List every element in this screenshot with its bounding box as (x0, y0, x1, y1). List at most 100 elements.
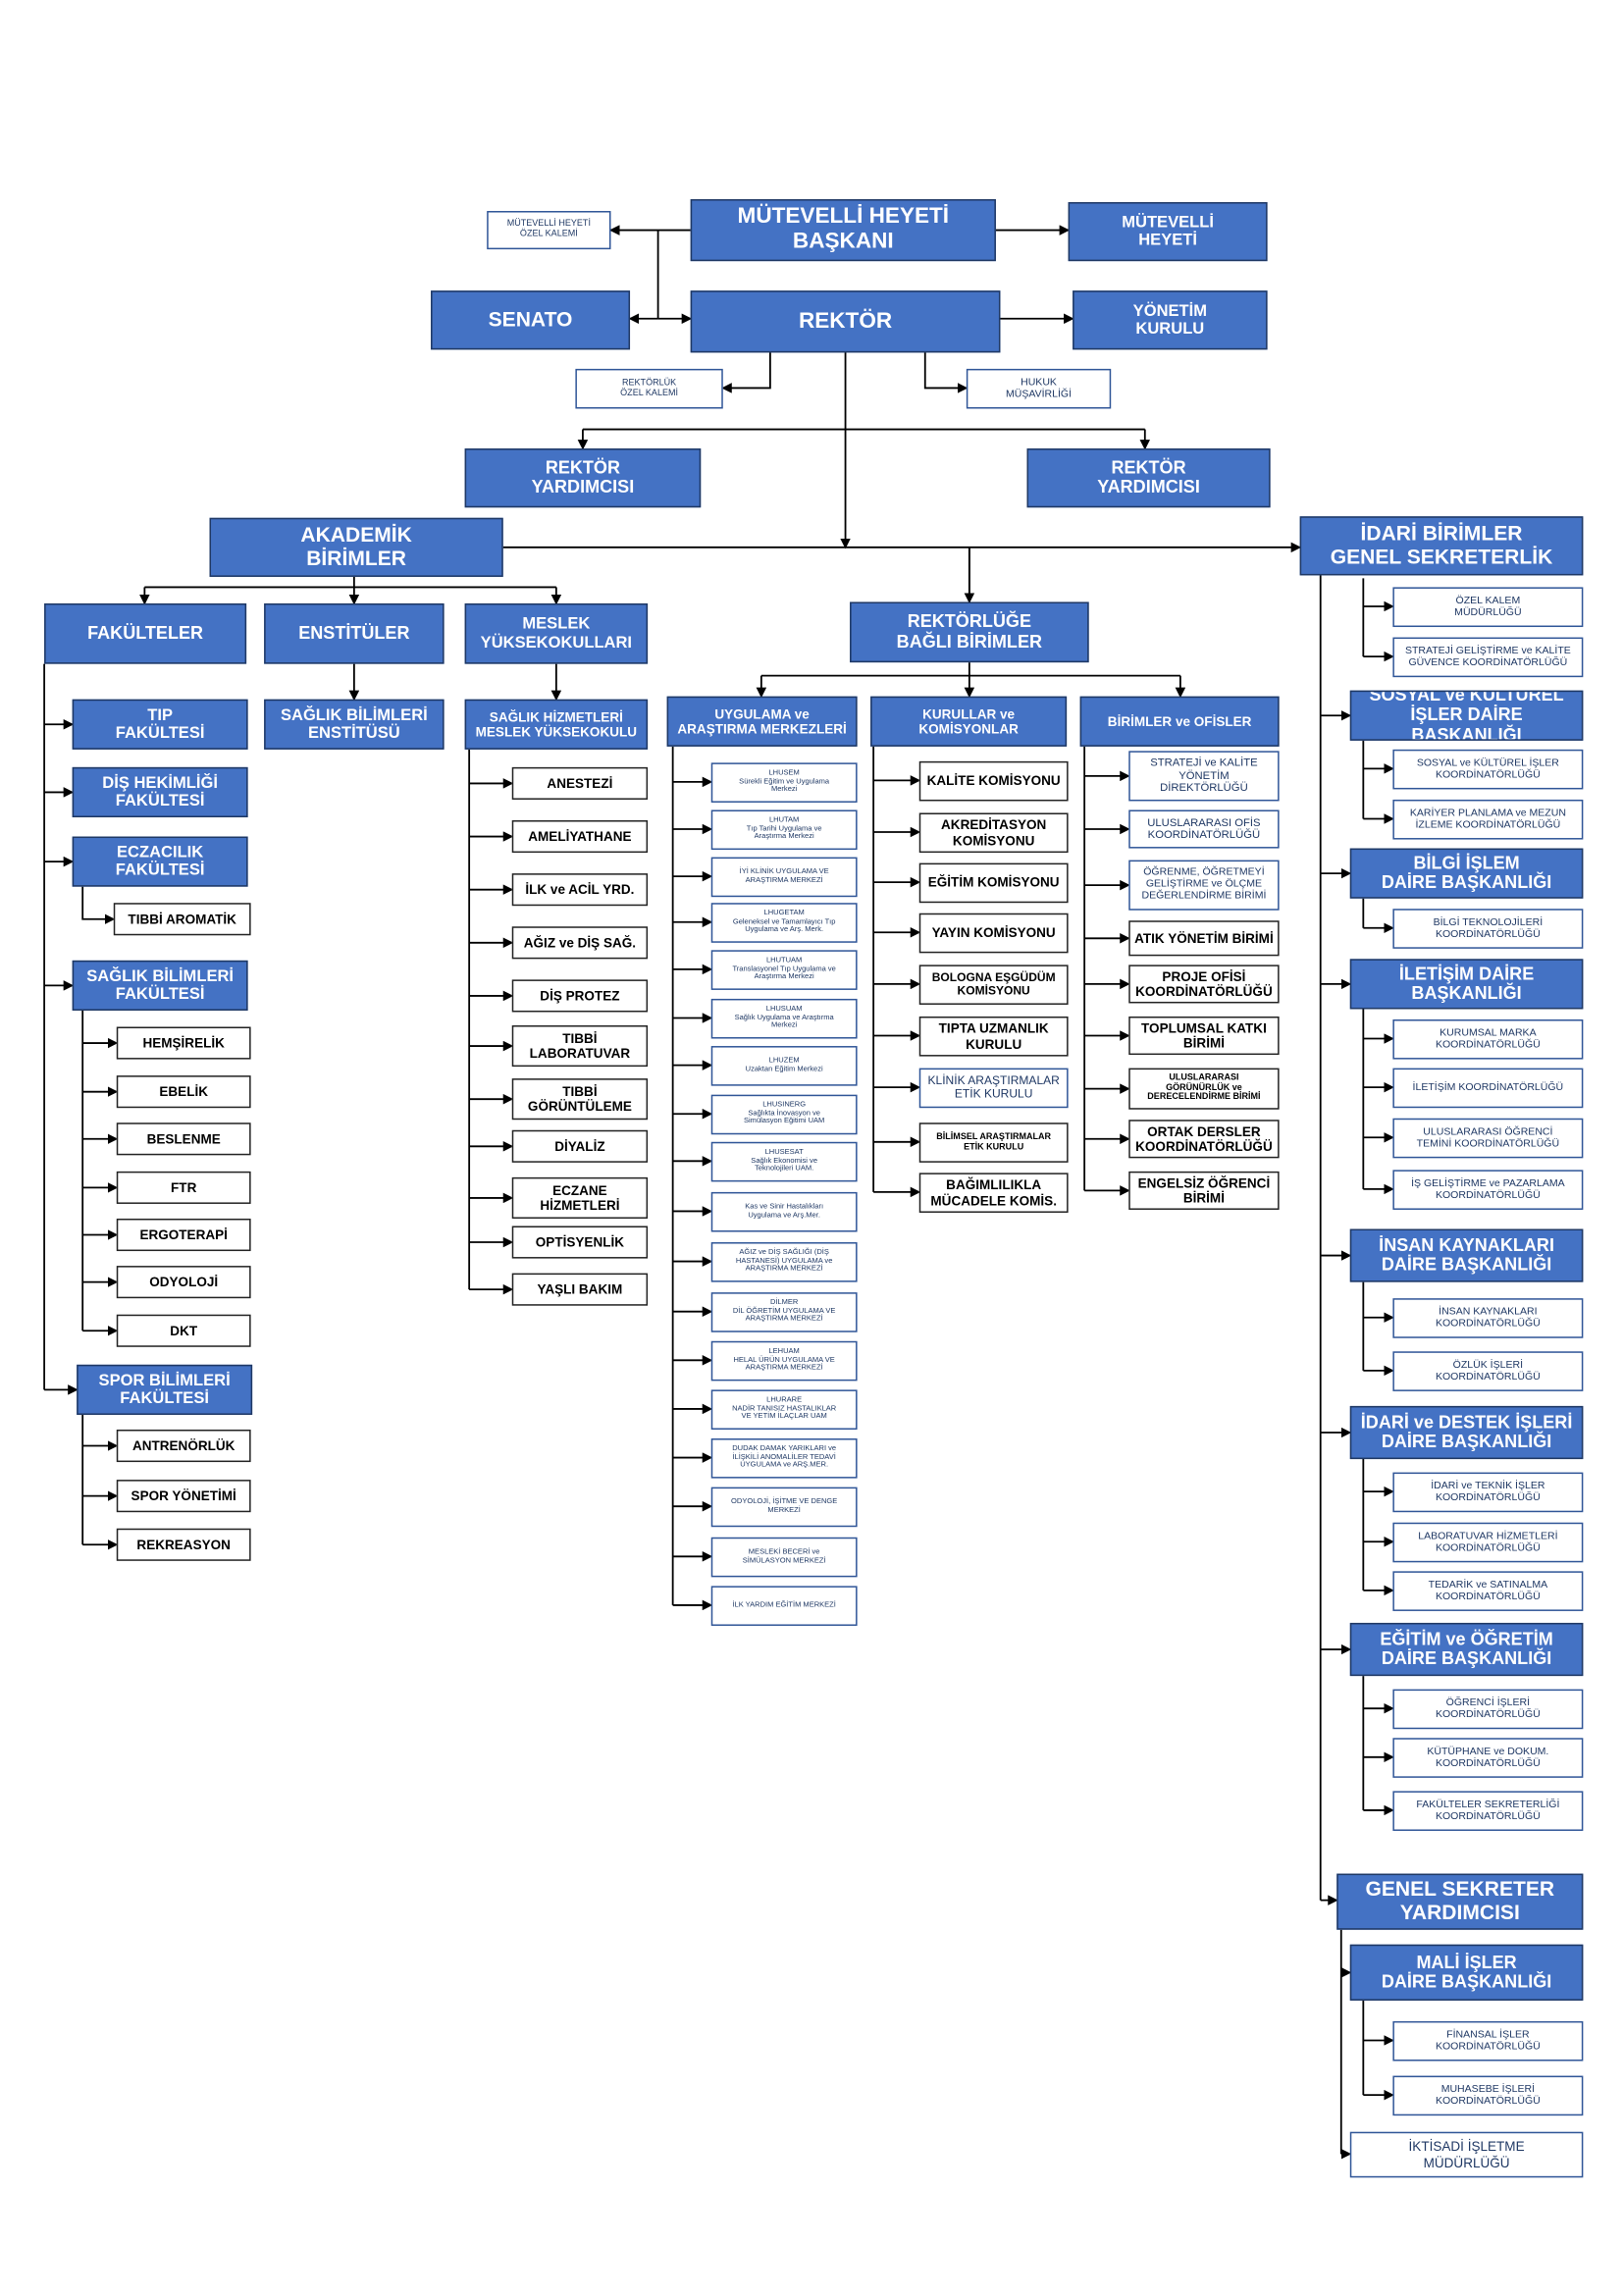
idari-destek-db-box: İDARİ ve DESTEK İŞLERİ DAİRE BAŞKANLIĞI (1349, 1405, 1584, 1460)
kurul-komisyon-box: KALİTE KOMİSYONU (918, 760, 1069, 802)
senato-box: SENATO (431, 290, 631, 350)
rektorluge-bagli-birimler-box: REKTÖRLÜĞE BAĞLI BİRİMLER (850, 601, 1089, 663)
arastirma-merkezi-box: İYİ KLİNİK UYGULAMA VE ARAŞTIRMA MERKEZİ (710, 857, 858, 898)
egitim-ogretim-db-box: EĞİTİM ve ÖĞRETİM DAİRE BAŞKANLIĞI (1349, 1622, 1584, 1677)
arastirma-merkezi-box: AĞIZ ve DİŞ SAĞLIĞI (DİŞ HASTANESİ) UYGU… (710, 1242, 858, 1282)
line-to-hukuk-musavirligi (923, 350, 969, 393)
mali-isler-db-box: MALİ İŞLER DAİRE BAŞKANLIĞI (1349, 1944, 1584, 2001)
insan-kaynaklari-db-box: İNSAN KAYNAKLARI DAİRE BAŞKANLIĞI (1349, 1228, 1584, 1282)
finansal-isler-box: FİNANSAL İŞLER KOORDİNATÖRLÜĞÜ (1392, 2020, 1584, 2061)
kurul-komisyon-box: BOLOGNA EŞGÜDÜM KOMİSYONU (918, 965, 1069, 1005)
kurul-komisyon-box: BİLİMSEL ARAŞTIRMALAR ETİK KURULU (918, 1122, 1069, 1163)
myo-program-box: DİŞ PROTEZ (511, 979, 649, 1013)
kurul-komisyon-box: KLİNİK ARAŞTIRMALAR ETİK KURULU (918, 1068, 1069, 1109)
idari-birimler-genel-sekreterlik-box: İDARİ BİRİMLER GENEL SEKRETERLİK (1299, 516, 1584, 576)
arastirma-merkezi-box: LHUZEM Uzaktan Eğitim Merkezi (710, 1046, 858, 1086)
myo-program-box: İLK ve ACİL YRD. (511, 873, 649, 907)
tip-fakultesi-box: TIP FAKÜLTESİ (72, 699, 248, 750)
meslek-yuksekokullari-box: MESLEK YÜKSEKOKULLARI (464, 602, 649, 664)
sosyal-kulturel-db-box: SOSYAL ve KÜLTÜREL İŞLER DAİRE BAŞKANLIĞ… (1349, 690, 1584, 741)
arastirma-merkezi-box: LHUSUAM Sağlık Uygulama ve Araştırma Mer… (710, 998, 858, 1039)
rektor-yardimcisi-box-2: REKTÖR YARDIMCISI (1026, 448, 1271, 508)
birim-ofis-box: ORTAK DERSLER KOORDİNATÖRLÜĞÜ (1128, 1120, 1280, 1159)
arastirma-merkezi-box: LHUTUAM Translasyonel Tıp Uygulama ve Ar… (710, 950, 858, 990)
arastirma-merkezi-box: LHUSESAT Sağlık Ekonomisi ve Teknolojile… (710, 1141, 858, 1182)
rektor-box: REKTÖR (690, 290, 1001, 353)
kurul-komisyon-box: BAĞIMLILIKLA MÜCADELE KOMİS. (918, 1173, 1069, 1213)
birim-ofis-box: ULUSLARARASI GÖRÜNÜRLÜK ve DERECELENDİRM… (1128, 1068, 1280, 1110)
kurul-komisyon-box: YAYIN KOMİSYONU (918, 913, 1069, 954)
uygulama-merkezleri-header: UYGULAMA ve ARAŞTIRMA MERKEZLERİ (666, 696, 858, 747)
birim-ofis-box: ULUSLARARASI OFİS KOORDİNATÖRLÜĞÜ (1128, 809, 1280, 849)
myo-program-box: ECZANE HİZMETLERİ (511, 1176, 649, 1219)
iletisim-koordinatorlugu-box: İLETİŞİM KOORDİNATÖRLÜĞÜ (1392, 1068, 1584, 1109)
hukuk-musavirligi-box: HUKUK MÜŞAVİRLİĞİ (966, 368, 1112, 409)
saglik-hizmetleri-myo-box: SAĞLIK HİZMETLERİ MESLEK YÜKSEKOKULU (464, 699, 649, 750)
myo-program-box: TIBBİ GÖRÜNTÜLEME (511, 1078, 649, 1121)
saglik-bilimleri-bolum-box: DKT (116, 1314, 251, 1347)
birim-ofis-box: TOPLUMSAL KATKI BİRİMİ (1128, 1016, 1280, 1056)
dis-hekimligi-fakultesi-box: DİŞ HEKİMLİĞİ FAKÜLTESİ (72, 766, 248, 817)
eczacilik-fakultesi-box: ECZACILIK FAKÜLTESİ (72, 836, 248, 887)
rektor-yardimcisi-box-1: REKTÖR YARDIMCISI (464, 448, 702, 508)
sosyal-kulturel-koordinatorlugu-box: SOSYAL ve KÜLTÜREL İŞLER KOORDİNATÖRLÜĞÜ (1392, 749, 1584, 790)
mutevelli-heyeti-box: MÜTEVELLİ HEYETİ (1068, 201, 1268, 262)
rektorluk-ozel-kalemi-box: REKTÖRLÜK ÖZEL KALEMİ (575, 368, 723, 409)
ozel-kalem-mudurlugu-box: ÖZEL KALEM MÜDÜRLÜĞÜ (1392, 587, 1584, 628)
arastirma-merkezi-box: LHUTAM Tıp Tarihi Uygulama ve Araştırma … (710, 809, 858, 851)
myo-program-box: AĞIZ ve DİŞ SAĞ. (511, 926, 649, 960)
arastirma-merkezi-box: LHURARE NADİR TANISIZ HASTALIKLAR VE YET… (710, 1389, 858, 1430)
is-gelistirme-box: İŞ GELİŞTİRME ve PAZARLAMA KOORDİNATÖRLÜ… (1392, 1170, 1584, 1210)
myo-program-box: ANESTEZİ (511, 766, 649, 800)
myo-program-box: DİYALİZ (511, 1129, 649, 1163)
genel-sekreter-yardimcisi-box: GENEL SEKRETER YARDIMCISI (1336, 1873, 1584, 1930)
saglik-bilimleri-bolum-box: ODYOLOJİ (116, 1266, 251, 1299)
arastirma-merkezi-box: DUDAK DAMAK YARIKLARI ve İLİŞKİLİ ANOMAL… (710, 1438, 858, 1479)
birim-ofis-box: ATIK YÖNETİM BİRİMİ (1128, 920, 1280, 957)
tedarik-satinalma-box: TEDARİK ve SATINALMA KOORDİNATÖRLÜĞÜ (1392, 1571, 1584, 1611)
birim-ofis-box: STRATEJİ ve KALİTE YÖNETİM DİREKTÖRLÜĞÜ (1128, 751, 1280, 802)
tibbi-aromatik-box: TIBBİ AROMATİK (113, 903, 251, 936)
saglik-bilimleri-bolum-box: FTR (116, 1171, 251, 1204)
saglik-bilimleri-bolum-box: BESLENME (116, 1122, 251, 1156)
idari-teknik-isler-box: İDARİ ve TEKNİK İŞLER KOORDİNATÖRLÜĞÜ (1392, 1472, 1584, 1513)
arastirma-merkezi-box: LHUSEM Sürekli Eğitim ve Uygulama Merkez… (710, 762, 858, 803)
myo-program-box: TIBBİ LABORATUVAR (511, 1025, 649, 1068)
saglik-bilimleri-bolum-box: HEMŞİRELİK (116, 1026, 251, 1060)
kurul-komisyon-box: EĞİTİM KOMİSYONU (918, 862, 1069, 904)
mutevelli-heyeti-baskani-box: MÜTEVELLİ HEYETİ BAŞKANI (690, 198, 996, 262)
ogrenci-isleri-box: ÖĞRENCİ İŞLERİ KOORDİNATÖRLÜĞÜ (1392, 1689, 1584, 1730)
yonetim-kurulu-box: YÖNETİM KURULU (1073, 290, 1268, 350)
bilgi-teknolojileri-box: BİLGİ TEKNOLOJİLERİ KOORDİNATÖRLÜĞÜ (1392, 909, 1584, 949)
kurul-komisyon-box: AKREDİTASYON KOMİSYONU (918, 812, 1069, 854)
line-to-tibbi-aromatik (81, 886, 116, 925)
saglik-bilimleri-fakultesi-box: SAĞLIK BİLİMLERİ FAKÜLTESİ (72, 960, 248, 1011)
line-to-rektorluk-ozel-kalemi (721, 350, 771, 393)
iktisadi-isletme-box: İKTİSADİ İŞLETME MÜDÜRLÜĞÜ (1349, 2131, 1584, 2178)
kurullar-komisyonlar-header: KURULLAR ve KOMİSYONLAR (870, 696, 1068, 747)
spor-bolum-box: REKREASYON (116, 1528, 251, 1561)
enstituler-box: ENSTİTÜLER (264, 602, 445, 664)
myo-program-box: AMELİYATHANE (511, 820, 649, 854)
akademik-birimler-box: AKADEMİK BİRİMLER (209, 517, 503, 577)
kurumsal-marka-box: KURUMSAL MARKA KOORDİNATÖRLÜĞÜ (1392, 1018, 1584, 1060)
spor-bilimleri-fakultesi-box: SPOR BİLİMLERİ FAKÜLTESİ (77, 1364, 253, 1415)
arastirma-merkezi-box: MESLEKİ BECERİ ve SİMÜLASYON MERKEZİ (710, 1537, 858, 1578)
mutevelli-ozel-kalemi-box: MÜTEVELLİ HEYETİ ÖZEL KALEMİ (487, 211, 611, 250)
arastirma-merkezi-box: ODYOLOJİ, İŞİTME VE DENGE MERKEZİ (710, 1487, 858, 1528)
laboratuvar-hizmetleri-box: LABORATUVAR HİZMETLERİ KOORDİNATÖRLÜĞÜ (1392, 1522, 1584, 1563)
iletisim-db-box: İLETİŞİM DAİRE BAŞKANLIĞI (1349, 959, 1584, 1010)
fakulteler-box: FAKÜLTELER (44, 602, 247, 664)
arastirma-merkezi-box: Kas ve Sinir Hastalıkları Uygulama ve Ar… (710, 1191, 858, 1232)
birim-ofis-box: PROJE OFİSİ KOORDİNATÖRLÜĞÜ (1128, 965, 1280, 1004)
birim-ofis-box: ENGELSİZ ÖĞRENCİ BİRİMİ (1128, 1171, 1280, 1210)
arastirma-merkezi-box: LEHUAM HELAL ÜRÜN UYGULAMA VE ARAŞTIRMA … (710, 1340, 858, 1382)
spor-bolum-box: SPOR YÖNETİMİ (116, 1480, 251, 1513)
insan-kaynaklari-koordinatorlugu-box: İNSAN KAYNAKLARI KOORDİNATÖRLÜĞÜ (1392, 1298, 1584, 1338)
birimler-ofisler-header: BİRİMLER ve OFİSLER (1079, 696, 1280, 747)
birim-ofis-box: ÖĞRENME, ÖĞRETMEYİ GELİŞTİRME ve ÖLÇME D… (1128, 860, 1280, 911)
kutuphane-box: KÜTÜPHANE ve DOKUM. KOORDİNATÖRLÜĞÜ (1392, 1738, 1584, 1778)
arastirma-merkezi-box: LHUGETAM Geleneksel ve Tamamlayıcı Tıp U… (710, 903, 858, 943)
